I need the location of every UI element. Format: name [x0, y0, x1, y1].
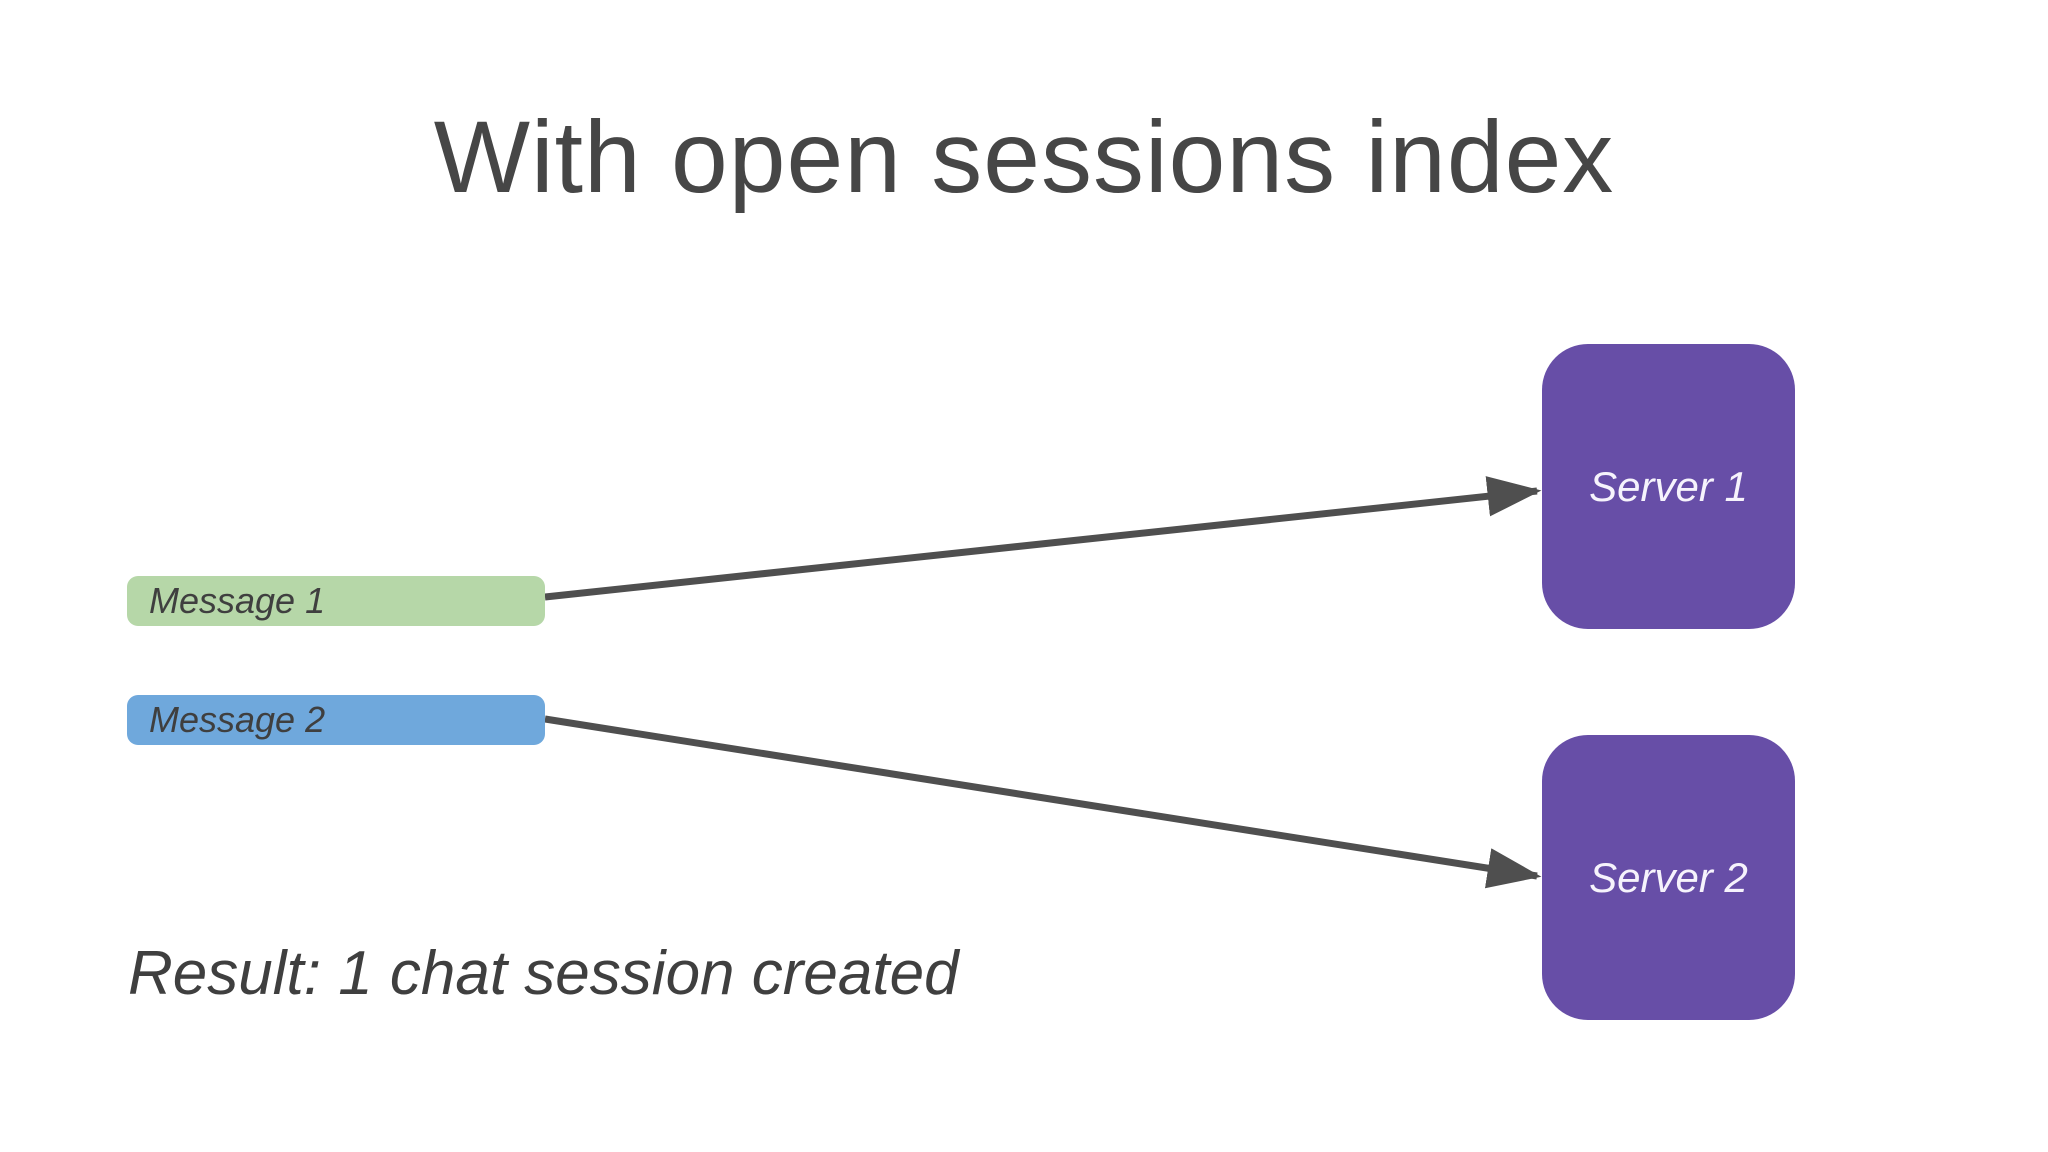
message-2-box: Message 2	[127, 695, 545, 745]
result-text: Result: 1 chat session created	[128, 939, 959, 1008]
server-1-label: Server 1	[1589, 462, 1748, 510]
server-2-label: Server 2	[1589, 853, 1748, 901]
message-2-label: Message 2	[149, 699, 326, 740]
server-1-box: Server 1	[1542, 344, 1795, 629]
arrow-message1-to-server1	[544, 476, 1542, 601]
arrow-message2-to-server2	[544, 715, 1542, 889]
message-1-box: Message 1	[127, 576, 545, 626]
server-2-box: Server 2	[1542, 735, 1795, 1020]
slide-title: With open sessions index	[433, 100, 1615, 214]
message-1-label: Message 1	[149, 580, 326, 621]
